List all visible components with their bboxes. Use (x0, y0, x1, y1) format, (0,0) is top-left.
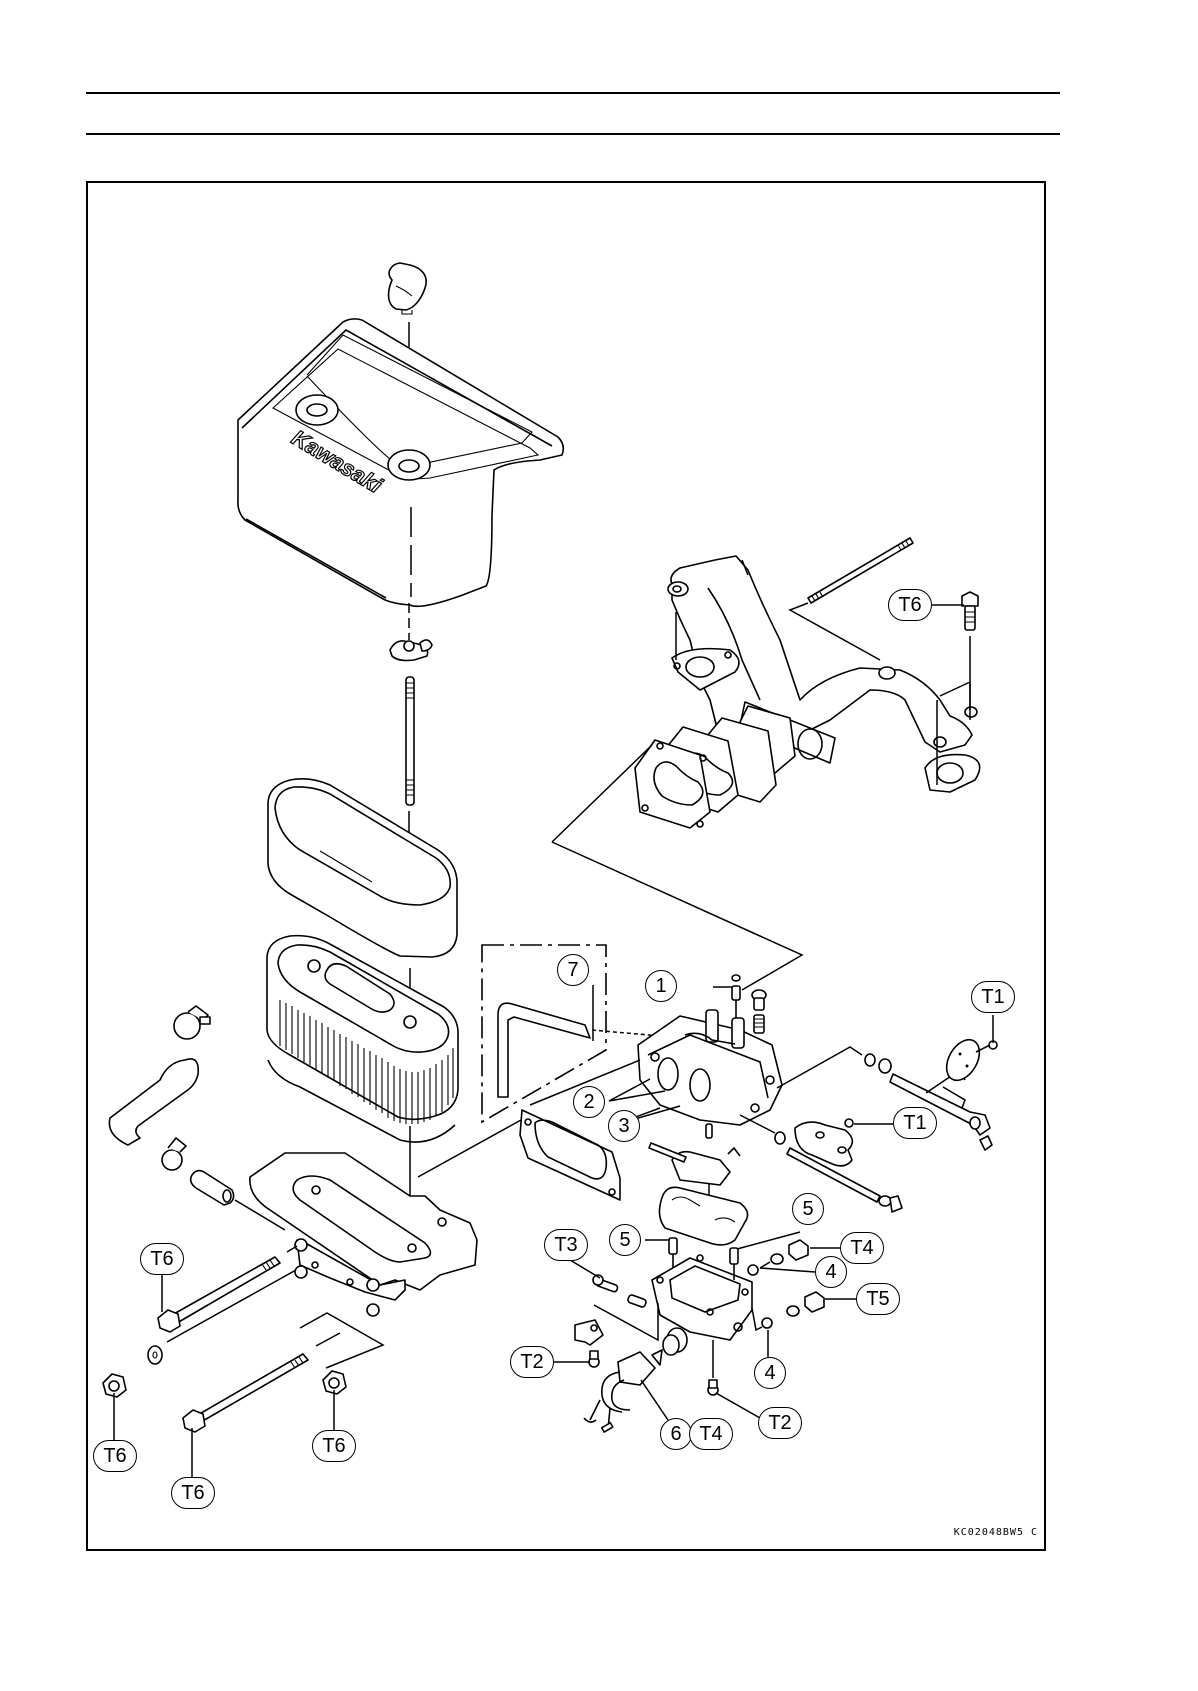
o-ring-lower (787, 1306, 799, 1316)
main-jet-left (669, 1238, 677, 1268)
float-bowl-gasket (659, 1187, 747, 1245)
washer (148, 1346, 162, 1364)
figure-code: KC02048BW5 C (954, 1527, 1038, 1538)
bracket-screw (589, 1351, 599, 1367)
callout-7: 7 (557, 954, 589, 986)
drain-plug-lower (805, 1292, 824, 1312)
manifold-flange-gasket-right (925, 755, 980, 792)
throttle-plate-screw (845, 1119, 853, 1127)
bracket (575, 1320, 603, 1345)
callout-5-left: 5 (609, 1224, 641, 1256)
callout-1: 1 (645, 970, 677, 1002)
callout-t2-right: T2 (758, 1407, 802, 1439)
callout-leaders (114, 605, 993, 1477)
manifold-bolt (962, 592, 978, 630)
manifold-gaskets (635, 706, 795, 828)
wing-nut (390, 640, 432, 661)
foam-precleaner (268, 779, 457, 957)
callout-t6-nut-left: T6 (93, 1440, 137, 1472)
shaft-seal-1 (865, 1054, 891, 1073)
callout-5-right: 5 (792, 1193, 824, 1225)
callout-t3: T3 (544, 1229, 588, 1261)
carb-base-gasket (520, 1110, 620, 1200)
shaft-seal-2 (775, 1132, 785, 1144)
bowl-o-ring (663, 1335, 679, 1355)
callout-t1-choke: T1 (971, 981, 1015, 1013)
o-ring-upper (771, 1254, 783, 1264)
hose-clamp-upper (174, 1006, 210, 1039)
breather-hose (109, 1059, 198, 1145)
callout-t6-manifold: T6 (888, 589, 932, 621)
callout-4-lower: 4 (754, 1357, 786, 1389)
callout-4-upper: 4 (815, 1256, 847, 1288)
callout-t6-bolt-upper: T6 (140, 1243, 184, 1275)
stud-bolt (406, 677, 414, 805)
leader-base-to-gasket (418, 1115, 530, 1177)
idle-screw (752, 990, 766, 1033)
air-cleaner-base (250, 1153, 477, 1316)
paper-filter-element (267, 936, 458, 1142)
breather-tube (498, 1003, 590, 1097)
callout-2: 2 (573, 1086, 605, 1118)
air-cleaner-cover: Kawasaki (238, 319, 563, 606)
callout-t2-left: T2 (510, 1346, 554, 1378)
drain-plug-upper (789, 1240, 808, 1260)
bowl-jet-upper (748, 1265, 758, 1275)
callout-6: 6 (660, 1418, 692, 1450)
leader-nut-right (300, 1313, 383, 1368)
bolt-lower (183, 1354, 308, 1432)
bowl-jet-lower (762, 1318, 772, 1328)
hose-clamp-lower (162, 1138, 186, 1170)
cover-knob (389, 263, 427, 314)
float-needle (706, 1124, 712, 1138)
callout-t5: T4 (689, 1418, 733, 1450)
pilot-jet (732, 975, 740, 1018)
callout-t4-upper: T4 (840, 1232, 884, 1264)
mixture-screw (593, 1275, 618, 1293)
callout-t6-nut-right: T6 (312, 1430, 356, 1462)
callout-t6-bolt-lower: T6 (171, 1477, 215, 1509)
callout-3: 3 (608, 1110, 640, 1142)
mixture-spring (627, 1294, 647, 1308)
leader-gasket-to-carb (552, 745, 652, 842)
breather-pipe (191, 1171, 234, 1205)
callout-t4-lower: T5 (856, 1283, 900, 1315)
callout-t1-throttle: T1 (893, 1107, 937, 1139)
float (672, 1148, 740, 1185)
